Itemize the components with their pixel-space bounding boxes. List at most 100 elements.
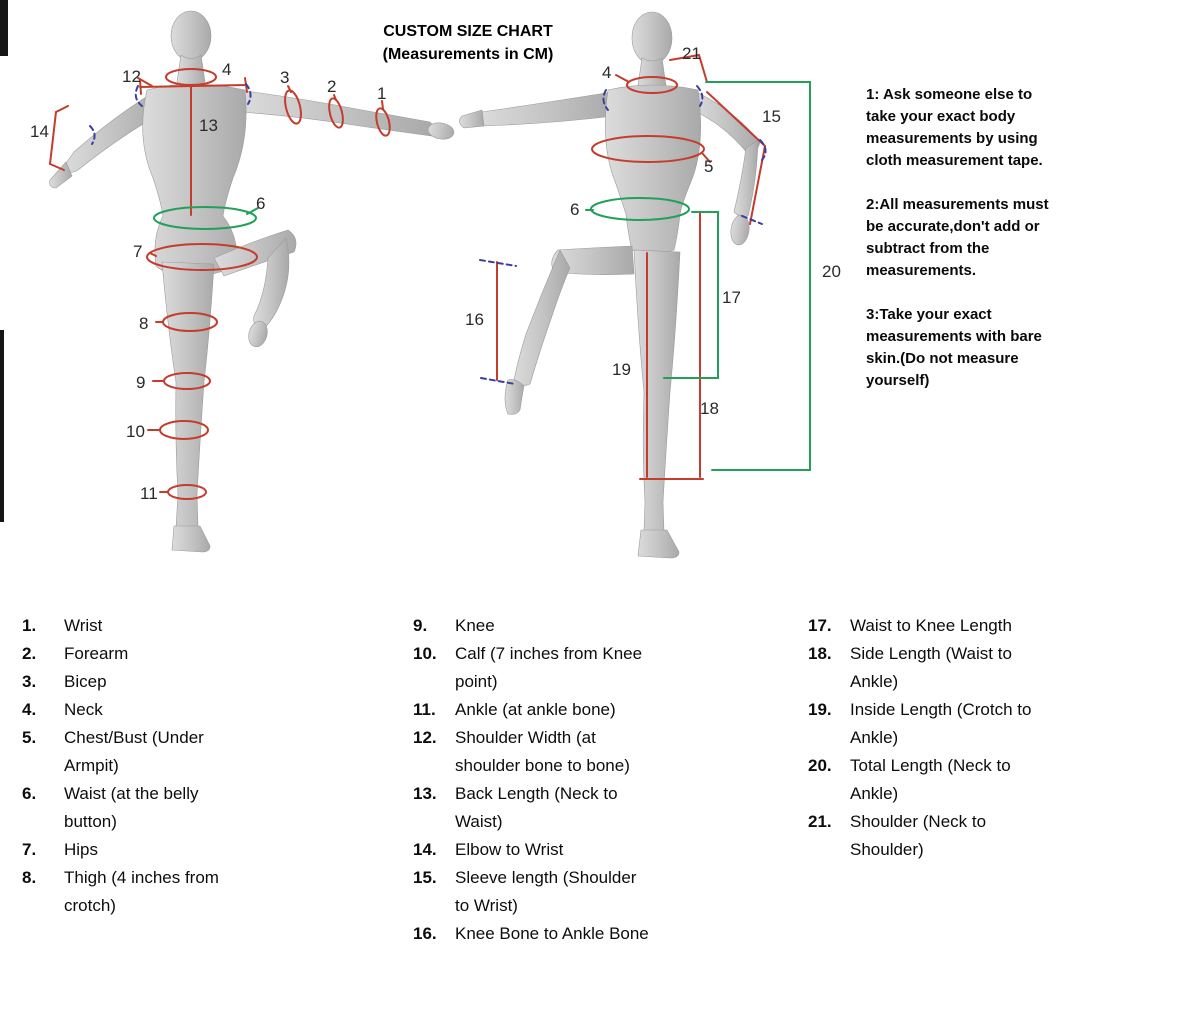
legend-number: 5. [22, 728, 37, 747]
figure-label-4-back: 4 [222, 60, 232, 79]
legend-number: 6. [22, 784, 37, 803]
measurement-diagram [49, 10, 811, 559]
legend-item-elbow-to-wrist: 14. Elbow to Wrist [413, 836, 655, 864]
figure-label-5: 5 [704, 157, 714, 176]
front-right-hand [730, 214, 750, 246]
legend-item-calf: 10. Calf (7 inches from Knee point) [413, 640, 655, 696]
legend-number: 17. [808, 616, 832, 635]
legend-number: 16. [413, 924, 437, 943]
page-title: CUSTOM SIZE CHART [383, 23, 553, 40]
measurement-instructions: 1: Ask someone else to take your exact b… [866, 84, 1066, 414]
legend-label: Total Length (Neck to Ankle) [850, 756, 1011, 803]
instruction-2: 2:All measurements must be accurate,don'… [866, 196, 1049, 279]
legend-label: Knee Bone to Ankle Bone [455, 924, 649, 943]
legend-label: Elbow to Wrist [455, 840, 564, 859]
green-measurement-marks [153, 81, 811, 471]
legend-number: 19. [808, 700, 832, 719]
front-standing-leg [633, 249, 681, 533]
legend-label: Shoulder Width (at shoulder bone to bone… [455, 728, 630, 775]
legend-label: Ankle (at ankle bone) [455, 700, 616, 719]
back-raised-foot [248, 320, 268, 348]
legend-label: Chest/Bust (Under Armpit) [64, 728, 204, 775]
back-standing-foot [171, 525, 211, 553]
legend-number: 7. [22, 840, 37, 859]
legend-item-bicep: 3. Bicep [22, 668, 242, 696]
legend-label: Waist to Knee Length [850, 616, 1012, 635]
legend-item-shoulder-width: 12. Shoulder Width (at shoulder bone to … [413, 724, 655, 780]
legend-label: Sleeve length (Shoulder to Wrist) [455, 868, 637, 915]
legend-number: 10. [413, 644, 437, 663]
legend-number: 1. [22, 616, 37, 635]
figure-label-4-front: 4 [602, 63, 612, 82]
legend-number: 21. [808, 812, 832, 831]
legend-number: 18. [808, 644, 832, 663]
legend-item-waist: 6. Waist (at the belly button) [22, 780, 242, 836]
legend-number: 14. [413, 840, 437, 859]
legend-item-inside-length: 19. Inside Length (Crotch to Ankle) [808, 696, 1050, 752]
figure-label-6-front: 6 [570, 200, 580, 219]
legend-item-knee: 9. Knee [413, 612, 655, 640]
legend-number: 15. [413, 868, 437, 887]
legend-number: 13. [413, 784, 437, 803]
legend-column-3: 17. Waist to Knee Length 18. Side Length… [808, 612, 1050, 864]
legend-label: Neck [64, 700, 103, 719]
legend-label: Waist (at the belly button) [64, 784, 199, 831]
legend-item-sleeve-length: 15. Sleeve length (Shoulder to Wrist) [413, 864, 655, 920]
figure-label-3: 3 [280, 68, 290, 87]
back-torso [142, 83, 247, 277]
figure-label-10: 10 [126, 422, 145, 441]
legend-item-forearm: 2. Forearm [22, 640, 242, 668]
front-torso [605, 84, 701, 255]
front-head [631, 11, 673, 65]
front-left-arm [478, 91, 616, 127]
instruction-1: 1: Ask someone else to take your exact b… [866, 86, 1043, 169]
back-head [170, 10, 212, 62]
legend-column-1: 1. Wrist 2. Forearm 3. Bicep 4. Neck 5. … [22, 612, 242, 920]
legend-label: Bicep [64, 672, 107, 691]
front-view-figure [459, 11, 761, 559]
legend-item-knee-bone-to-ankle: 16. Knee Bone to Ankle Bone [413, 920, 655, 948]
back-right-hand [427, 122, 455, 140]
legend-label: Knee [455, 616, 495, 635]
figure-label-8: 8 [139, 314, 149, 333]
scan-artifact [0, 330, 4, 522]
legend-label: Shoulder (Neck to Shoulder) [850, 812, 987, 859]
figure-label-19: 19 [612, 360, 631, 379]
legend-number: 4. [22, 700, 37, 719]
back-view-figure [49, 10, 455, 553]
legend-label: Forearm [64, 644, 129, 663]
figure-label-11: 11 [140, 484, 158, 503]
figure-label-18: 18 [700, 399, 719, 418]
legend-label: Calf (7 inches from Knee point) [455, 644, 643, 691]
figure-label-2: 2 [327, 77, 337, 96]
figure-label-14: 14 [30, 122, 49, 141]
legend-item-thigh: 8. Thigh (4 inches from crotch) [22, 864, 242, 920]
back-left-hand [49, 161, 73, 189]
legend-item-hips: 7. Hips [22, 836, 242, 864]
figure-label-20: 20 [822, 262, 841, 281]
figure-label-7: 7 [133, 242, 143, 261]
legend-item-ankle: 11. Ankle (at ankle bone) [413, 696, 655, 724]
legend-item-back-length: 13. Back Length (Neck to Waist) [413, 780, 655, 836]
front-raised-thigh [551, 245, 635, 275]
legend-item-shoulder-neck-to-shoulder: 21. Shoulder (Neck to Shoulder) [808, 808, 1050, 864]
legend-label: Wrist [64, 616, 103, 635]
legend-number: 20. [808, 756, 832, 775]
figure-label-17: 17 [722, 288, 741, 307]
figure-label-9: 9 [136, 373, 146, 392]
legend-label: Side Length (Waist to Ankle) [850, 644, 1012, 691]
figure-label-13: 13 [199, 116, 218, 135]
figure-label-15: 15 [762, 107, 781, 126]
legend-label: Thigh (4 inches from crotch) [64, 868, 219, 915]
front-neck [637, 57, 667, 90]
instruction-3: 3:Take your exact measurements with bare… [866, 306, 1042, 389]
front-raised-lower-leg [513, 249, 571, 386]
legend-label: Hips [64, 840, 99, 859]
figure-label-1: 1 [377, 84, 387, 103]
legend-label: Inside Length (Crotch to Ankle) [850, 700, 1032, 747]
figure-label-16: 16 [465, 310, 484, 329]
page-subtitle: (Measurements in CM) [382, 46, 554, 63]
legend-item-waist-to-knee: 17. Waist to Knee Length [808, 612, 1050, 640]
legend-label: Back Length (Neck to Waist) [455, 784, 618, 831]
